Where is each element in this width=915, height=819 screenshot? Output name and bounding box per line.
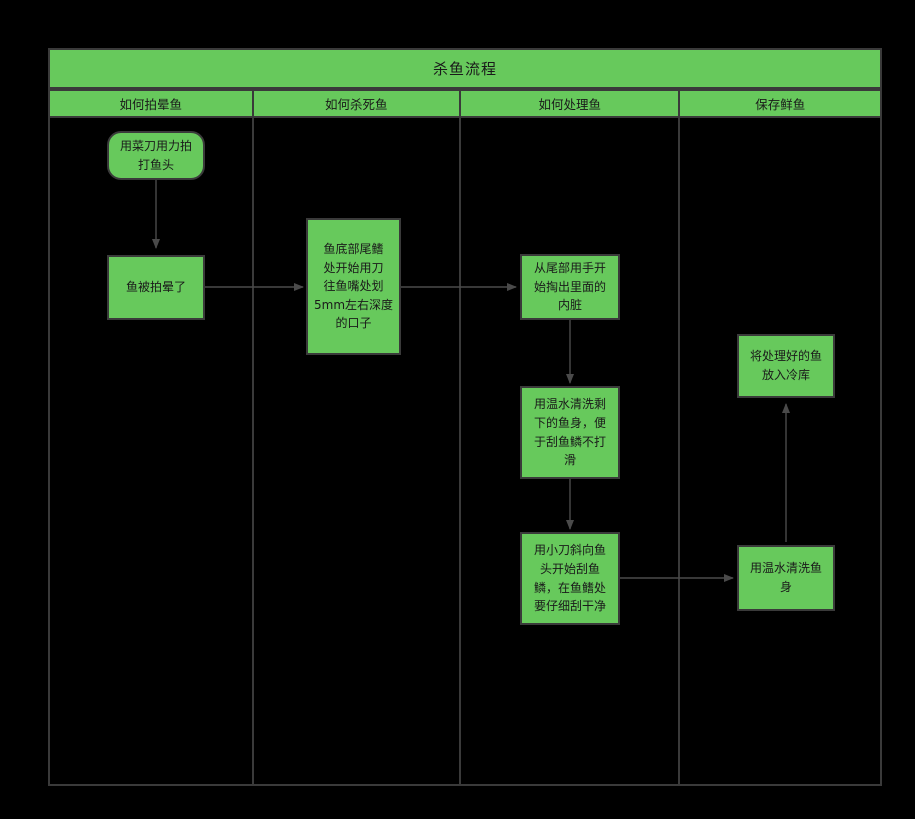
node-store-in-freezer[interactable]: 将处理好的鱼 放入冷库: [737, 334, 835, 398]
lane-header-preserve-fish[interactable]: 保存鲜鱼: [678, 89, 882, 118]
node-scrape-scales[interactable]: 用小刀斜向鱼 头开始刮鱼 鳞，在鱼鳍处 要仔细刮干净: [520, 532, 620, 625]
lane-header-how-to-kill[interactable]: 如何杀死鱼: [251, 89, 462, 118]
lane-body-row: [48, 118, 882, 786]
lane-body-how-to-stun: [48, 118, 254, 786]
node-hit-fish-head[interactable]: 用菜刀用力拍 打鱼头: [107, 131, 205, 180]
node-rinse-fish-body[interactable]: 用温水清洗鱼 身: [737, 545, 835, 611]
node-wash-body-warm-water[interactable]: 用温水清洗剩 下的鱼身，便 于刮鱼鳞不打 滑: [520, 386, 620, 479]
lane-header-row: 如何拍晕鱼 如何杀死鱼 如何处理鱼 保存鲜鱼: [48, 89, 882, 118]
lane-body-preserve-fish: [678, 118, 882, 786]
diagram-title: 杀鱼流程: [48, 48, 882, 89]
lane-header-how-to-stun[interactable]: 如何拍晕鱼: [48, 89, 254, 118]
node-cut-from-tail-fin[interactable]: 鱼底部尾鳍 处开始用刀 往鱼嘴处划 5mm左右深度 的口子: [306, 218, 401, 355]
lane-header-how-to-process[interactable]: 如何处理鱼: [459, 89, 681, 118]
node-remove-organs[interactable]: 从尾部用手开 始掏出里面的 内脏: [520, 254, 620, 320]
node-fish-stunned[interactable]: 鱼被拍晕了: [107, 255, 205, 320]
